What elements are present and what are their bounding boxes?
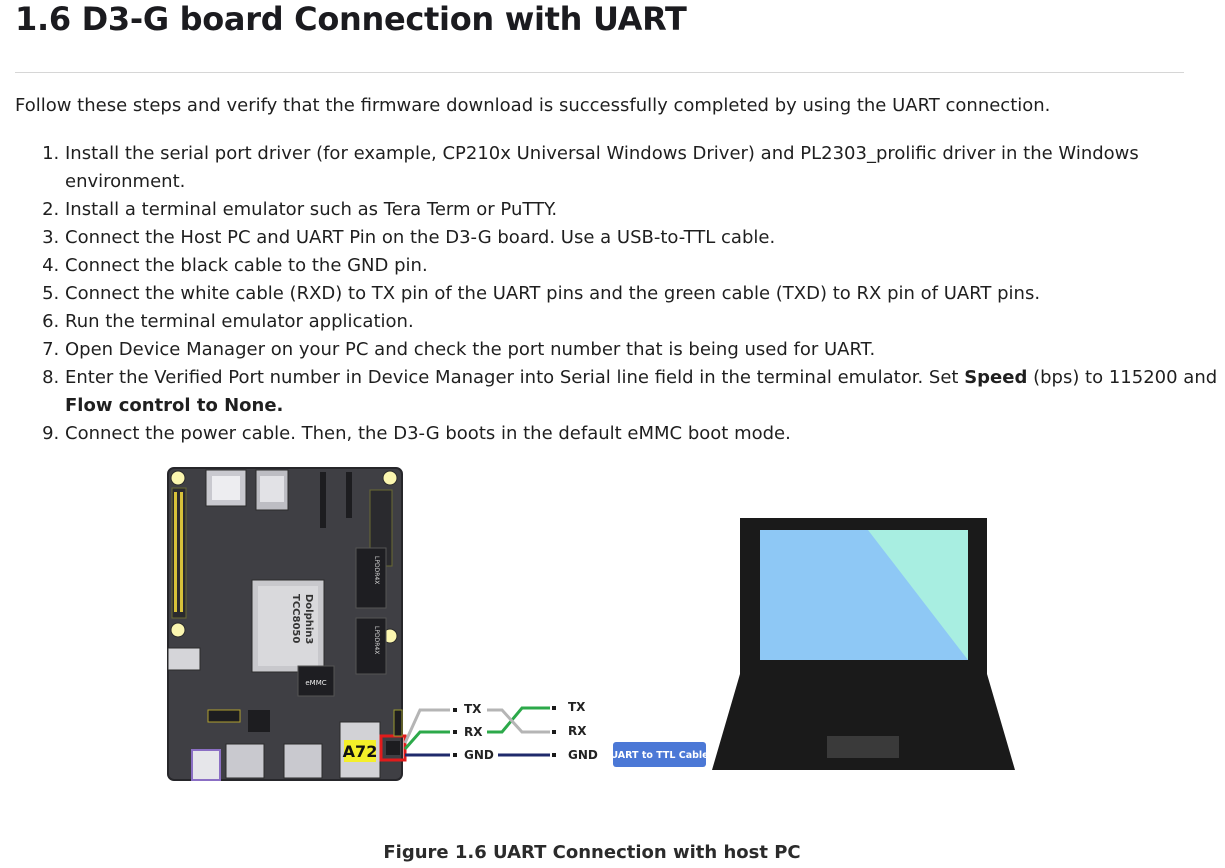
right-gnd-label: GND xyxy=(568,748,598,762)
lpddr-label: LPDDR4X xyxy=(373,556,380,584)
emmc-label: eMMC xyxy=(305,679,326,687)
left-tx-label: TX xyxy=(464,702,482,716)
left-gnd-label: GND xyxy=(464,748,494,762)
laptop-illustration xyxy=(712,518,1015,770)
soc-model-label: TCC8050 xyxy=(290,594,301,643)
svg-text:UART to TTL Cable: UART to TTL Cable xyxy=(610,750,708,761)
step-item: Connect the black cable to the GND pin. xyxy=(65,252,1225,280)
uart-wires xyxy=(403,708,450,757)
step-item: Enter the Verified Port number in Device… xyxy=(65,364,1225,420)
steps-list: Install the serial port driver (for exam… xyxy=(20,140,1225,448)
mount-hole xyxy=(170,622,186,638)
uart-diagram: Dolphin3 TCC8050 LPDDR4X LPDDR4X eMMC A7… xyxy=(167,467,1015,781)
heading-divider xyxy=(15,72,1184,73)
speed-bold: Speed xyxy=(964,367,1028,388)
a72-label: A72 xyxy=(343,742,378,761)
right-rx-label: RX xyxy=(568,724,587,738)
step-item: Connect the Host PC and UART Pin on the … xyxy=(65,224,1225,252)
lpddr-label: LPDDR4X xyxy=(373,626,380,654)
crossover-wires xyxy=(487,706,550,757)
uart-connection-figure: Dolphin3 TCC8050 LPDDR4X LPDDR4X eMMC A7… xyxy=(160,460,1030,800)
soc-label: Dolphin3 xyxy=(303,594,314,644)
flow-control-bold: Flow control to None. xyxy=(65,395,284,416)
figure-caption: Figure 1.6 UART Connection with host PC xyxy=(383,842,801,863)
page-title: 1.6 D3-G board Connection with UART xyxy=(15,0,687,38)
right-tx-label: TX xyxy=(568,700,586,714)
step-item: Install a terminal emulator such as Tera… xyxy=(65,196,1225,224)
mount-hole xyxy=(382,470,398,486)
step-item: Open Device Manager on your PC and check… xyxy=(65,336,1225,364)
step-item: Run the terminal emulator application. xyxy=(65,308,1225,336)
d3g-board: Dolphin3 TCC8050 LPDDR4X LPDDR4X eMMC A7… xyxy=(167,467,407,781)
step-item: Connect the power cable. Then, the D3-G … xyxy=(65,420,1225,448)
left-rx-label: RX xyxy=(464,725,483,739)
step-item: Connect the white cable (RXD) to TX pin … xyxy=(65,280,1225,308)
uart-ttl-cable-badge: UART to TTL Cable xyxy=(610,742,709,767)
intro-paragraph: Follow these steps and verify that the f… xyxy=(15,95,1051,116)
step-item: Install the serial port driver (for exam… xyxy=(65,140,1225,196)
mount-hole xyxy=(170,470,186,486)
